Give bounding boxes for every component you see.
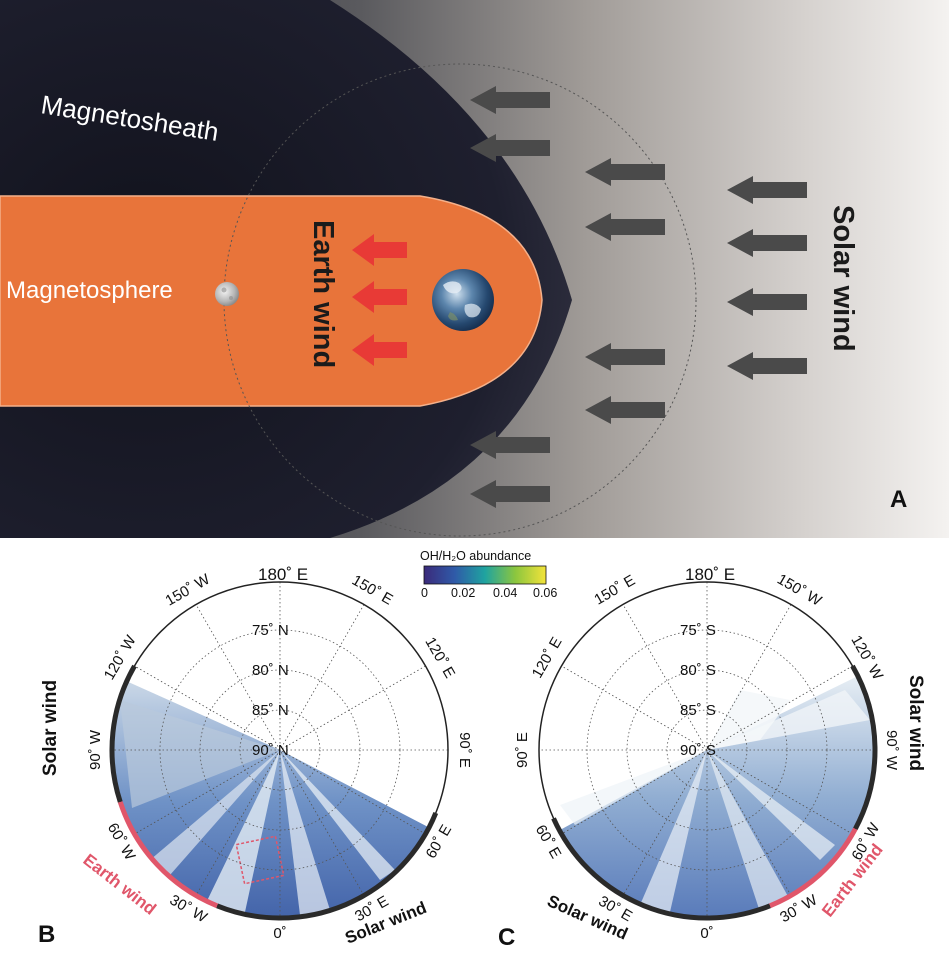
lat-75s: 75˚ S [680, 622, 716, 639]
panel-c-latitude-labels: 75˚ S 80˚ S 85˚ S 90˚ S [680, 622, 716, 759]
panel-b-top-longitude: 180˚ E [258, 565, 308, 584]
panel-c-solar-wind-right: Solar wind [905, 675, 926, 771]
colorbar-tick-2: 0.04 [493, 586, 517, 600]
meridian-line [195, 604, 365, 896]
solar-wind-arrow [585, 158, 665, 186]
solar-wind-arrow [585, 343, 665, 371]
panel-b-map [112, 646, 448, 918]
longitude-label: 120˚ W [101, 632, 140, 683]
longitude-label: 0˚ [273, 925, 286, 942]
panel-c-grid [539, 582, 875, 918]
panel-b-grid [112, 582, 448, 918]
longitude-label: 90˚ W [87, 729, 104, 770]
wind-arc [117, 801, 219, 909]
magnetosphere-label: Magnetosphere [6, 277, 173, 304]
lat-80s: 80˚ S [680, 662, 716, 679]
longitude-label: 150˚ E [349, 572, 396, 609]
longitude-label: 90˚ W [883, 730, 900, 771]
panel-b-earth-wind: Earth wind [80, 850, 160, 918]
longitude-label: 150˚ W [163, 570, 214, 609]
earth-wind-arrows [352, 234, 407, 366]
lat-80: 80˚ N [252, 662, 289, 679]
panel-b-label: B [38, 921, 55, 948]
longitude-label: 150˚ E [591, 572, 638, 609]
longitude-label: 120˚ E [529, 634, 566, 681]
earth-wind-label: Earth wind [307, 220, 339, 368]
panel-b-solar-wind-left: Solar wind [40, 680, 61, 776]
panel-a: Magnetosheath Magnetosphere Earth wind S… [0, 0, 949, 538]
solar-wind-arrow [585, 213, 665, 241]
solar-wind-arrow [727, 229, 807, 257]
colorbar-tick-3: 0.06 [533, 586, 557, 600]
solar-wind-arrows [470, 86, 807, 508]
colorbar-title: OH/H₂O abundance [420, 549, 531, 563]
wind-arc [768, 827, 858, 909]
region-box [235, 835, 285, 885]
earth-wind-arrow [352, 234, 407, 266]
longitude-label: 150˚ W [774, 571, 825, 610]
solar-wind-arrow [470, 86, 550, 114]
colorbar-tick-0: 0 [421, 586, 428, 600]
meridian-line [622, 604, 792, 896]
solar-wind-arrow [727, 176, 807, 204]
panel-c-top-longitude: 180˚ E [685, 565, 735, 584]
colorbar-tick-1: 0.02 [451, 586, 475, 600]
wind-arc [216, 811, 439, 921]
wind-arc [551, 817, 771, 921]
wind-arc [109, 664, 137, 803]
panel-b-latitude-labels: 75˚ N 80˚ N 85˚ N 90˚ N [252, 622, 289, 759]
earth-wind-arrow [352, 334, 407, 366]
lat-85: 85˚ N [252, 702, 289, 719]
panel-c-map [560, 675, 875, 918]
panel-a-label: A [890, 486, 907, 513]
lat-90: 90˚ N [252, 742, 289, 759]
panel-c-wind-arcs [551, 664, 878, 921]
lat-75: 75˚ N [252, 622, 289, 639]
colorbar: OH/H₂O abundance 0 0.02 0.04 0.06 [420, 549, 557, 600]
solar-wind-arrow [727, 352, 807, 380]
earth-icon [432, 269, 494, 331]
solar-wind-arrow [470, 431, 550, 459]
solar-wind-arrow [470, 480, 550, 508]
panel-b-wind-arcs [109, 664, 439, 921]
longitude-label: 90˚ E [514, 732, 531, 768]
earth-wind-arrow [352, 281, 407, 313]
longitude-label: 90˚ E [456, 732, 473, 768]
lat-85s: 85˚ S [680, 702, 716, 719]
solar-wind-label: Solar wind [827, 205, 859, 352]
lat-90s: 90˚ S [680, 742, 716, 759]
longitude-label: 0˚ [700, 925, 713, 942]
solar-wind-arrow [727, 288, 807, 316]
solar-wind-arrow [585, 396, 665, 424]
colorbar-scale [423, 565, 547, 585]
moon-icon [215, 282, 239, 306]
solar-wind-arrow [470, 134, 550, 162]
panel-c-label: C [498, 924, 515, 951]
longitude-label: 120˚ W [847, 633, 886, 684]
wind-arc [850, 664, 878, 831]
